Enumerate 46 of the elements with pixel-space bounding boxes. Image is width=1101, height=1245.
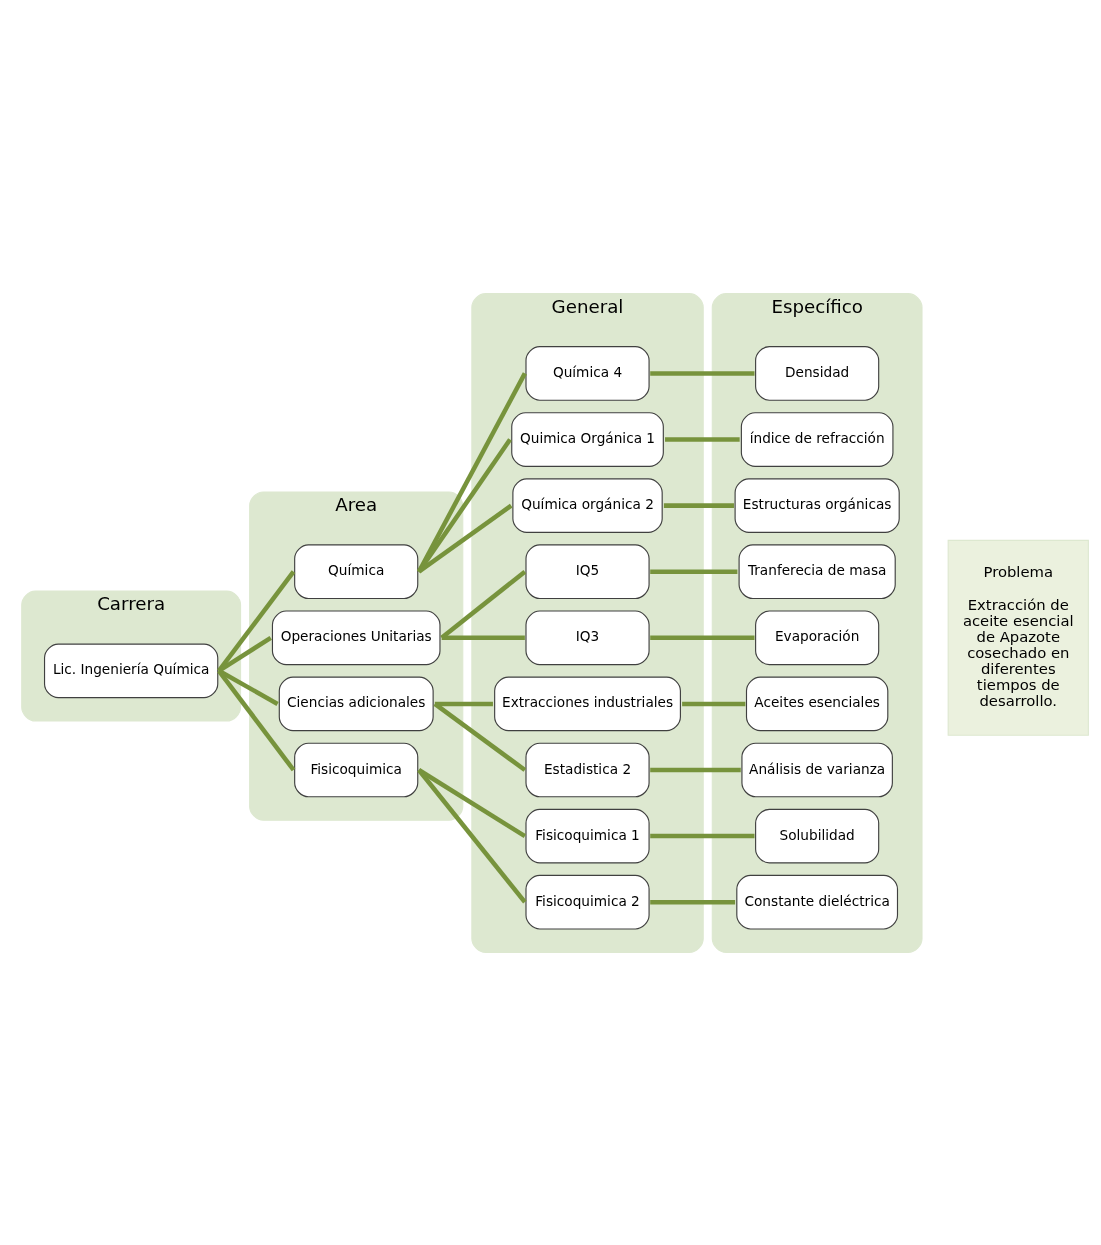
node-box: Estadistica 2 bbox=[525, 742, 650, 797]
node-box: Análisis de varianza bbox=[741, 742, 893, 797]
node-box: Problema Extracción de aceite esencial de Apazote cosechado en diferentes tiempos de desarrollo. bbox=[947, 539, 1089, 736]
node-box: Densidad bbox=[755, 345, 880, 401]
connector bbox=[417, 767, 527, 838]
node-box: Tranferecia de masa bbox=[738, 543, 896, 599]
node-box: Quimica Orgánica 1 bbox=[511, 411, 664, 467]
node-box: IQ5 bbox=[525, 543, 650, 599]
node-box: Aceites esenciales bbox=[745, 676, 889, 731]
connector bbox=[441, 635, 525, 640]
node-box: Lic. Ingeniería Química bbox=[44, 643, 219, 698]
node-box: Química bbox=[294, 543, 419, 599]
node-box: Fisicoquimica 2 bbox=[525, 874, 650, 930]
connector bbox=[217, 668, 279, 706]
connector bbox=[434, 701, 493, 706]
node-box: Estructuras orgánicas bbox=[734, 477, 900, 533]
connector bbox=[217, 635, 272, 673]
node-box: Operaciones Unitarias bbox=[271, 609, 441, 665]
node-box: índice de refracción bbox=[740, 411, 894, 467]
node-box: IQ3 bbox=[525, 609, 650, 665]
connector bbox=[650, 833, 755, 838]
connector bbox=[650, 767, 741, 772]
connector bbox=[650, 568, 738, 574]
node-box: Fisicoquimica bbox=[294, 742, 419, 797]
node-box: Ciencias adicionales bbox=[278, 676, 434, 731]
connector bbox=[650, 899, 736, 904]
connector bbox=[217, 569, 296, 672]
node-box: Fisicoquimica 1 bbox=[525, 808, 650, 863]
connector bbox=[650, 635, 755, 640]
connector bbox=[416, 371, 527, 573]
connector bbox=[417, 437, 512, 573]
node-box: Constante dieléctrica bbox=[736, 874, 899, 930]
node-box: Química 4 bbox=[525, 345, 650, 401]
connector bbox=[682, 701, 746, 706]
connector bbox=[650, 370, 755, 376]
connector bbox=[417, 503, 513, 574]
node-box: Evaporación bbox=[755, 609, 880, 665]
node-box: Química orgánica 2 bbox=[512, 477, 663, 533]
connector bbox=[663, 502, 734, 508]
connector bbox=[417, 768, 527, 904]
connector bbox=[440, 569, 527, 640]
node-box: Solubilidad bbox=[755, 808, 880, 863]
connector bbox=[217, 669, 296, 771]
connector bbox=[433, 701, 527, 772]
node-box: Extracciones industriales bbox=[494, 676, 681, 731]
connector bbox=[665, 436, 740, 442]
